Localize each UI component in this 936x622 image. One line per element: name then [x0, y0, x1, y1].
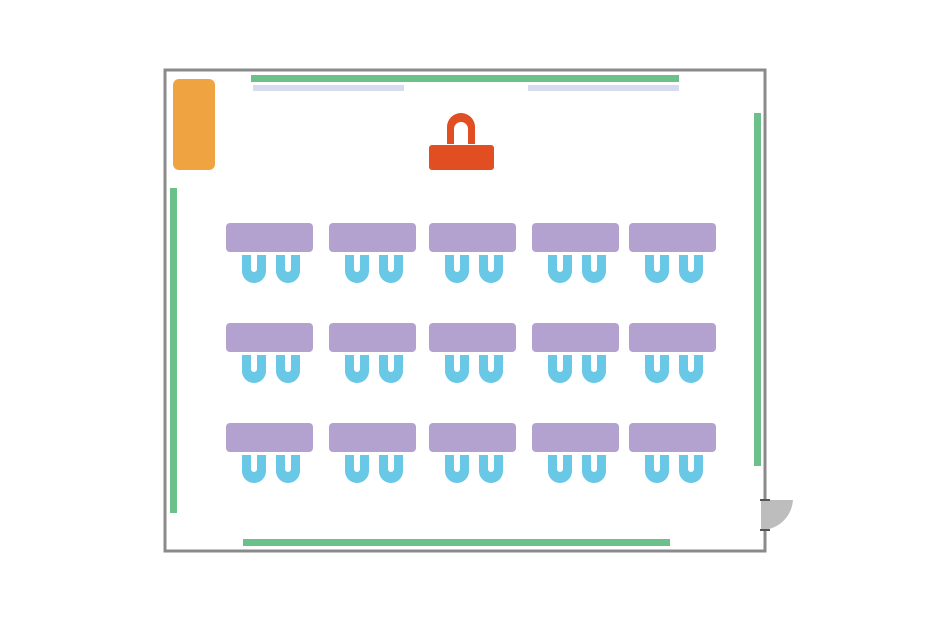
student-chair — [479, 455, 503, 483]
room-wall — [163, 68, 767, 553]
projection-screen-left — [253, 85, 404, 91]
student-desk-group — [226, 423, 313, 483]
student-desk-group — [532, 423, 619, 483]
student-chair — [379, 455, 403, 483]
student-desk-group — [226, 223, 313, 283]
student-desk — [532, 323, 619, 352]
student-desk — [429, 223, 516, 252]
student-chair — [276, 255, 300, 283]
student-desk — [429, 423, 516, 452]
student-desk-group — [629, 423, 716, 483]
whiteboard-right — [754, 113, 761, 466]
student-desk — [226, 323, 313, 352]
student-desk — [329, 223, 416, 252]
student-chair — [679, 455, 703, 483]
student-desk — [629, 423, 716, 452]
student-chair — [276, 455, 300, 483]
student-desk — [629, 223, 716, 252]
student-chair — [345, 455, 369, 483]
student-desk-group — [226, 323, 313, 383]
student-chair — [582, 255, 606, 283]
student-chair — [242, 455, 266, 483]
student-seating-area — [226, 223, 716, 483]
student-desk-group — [629, 223, 716, 283]
student-chair — [548, 455, 572, 483]
student-desk — [532, 423, 619, 452]
student-chair — [645, 255, 669, 283]
student-chair — [445, 455, 469, 483]
student-desk-group — [329, 223, 416, 283]
whiteboard-bottom — [243, 539, 670, 546]
student-chair — [242, 255, 266, 283]
door-swing-icon[interactable] — [761, 500, 793, 531]
whiteboard-left — [170, 188, 177, 513]
student-chair — [582, 455, 606, 483]
projection-screen-right — [528, 85, 679, 91]
student-desk — [226, 223, 313, 252]
student-chair — [548, 355, 572, 383]
student-desk — [329, 323, 416, 352]
student-desk — [532, 223, 619, 252]
whiteboard-top — [251, 75, 679, 82]
teacher-desk-icon — [429, 113, 494, 170]
student-desk-group — [429, 423, 516, 483]
student-chair — [479, 255, 503, 283]
student-desk-group — [532, 323, 619, 383]
student-chair — [548, 255, 572, 283]
student-chair — [276, 355, 300, 383]
student-chair — [582, 355, 606, 383]
student-chair — [445, 355, 469, 383]
student-chair — [645, 355, 669, 383]
student-chair — [379, 255, 403, 283]
teacher-desk — [429, 145, 494, 170]
student-chair — [242, 355, 266, 383]
student-desk — [226, 423, 313, 452]
student-desk-group — [329, 323, 416, 383]
student-chair — [645, 455, 669, 483]
student-desk — [629, 323, 716, 352]
student-desk-group — [429, 223, 516, 283]
student-desk-group — [329, 423, 416, 483]
student-desk-group — [629, 323, 716, 383]
student-chair — [345, 355, 369, 383]
teacher-chair — [447, 113, 475, 144]
student-desk — [429, 323, 516, 352]
student-chair — [679, 355, 703, 383]
student-chair — [445, 255, 469, 283]
student-chair — [479, 355, 503, 383]
student-desk-group — [532, 223, 619, 283]
student-chair — [379, 355, 403, 383]
student-chair — [345, 255, 369, 283]
student-desk — [329, 423, 416, 452]
student-chair — [679, 255, 703, 283]
student-desk-group — [429, 323, 516, 383]
storage-cabinet — [173, 79, 215, 170]
